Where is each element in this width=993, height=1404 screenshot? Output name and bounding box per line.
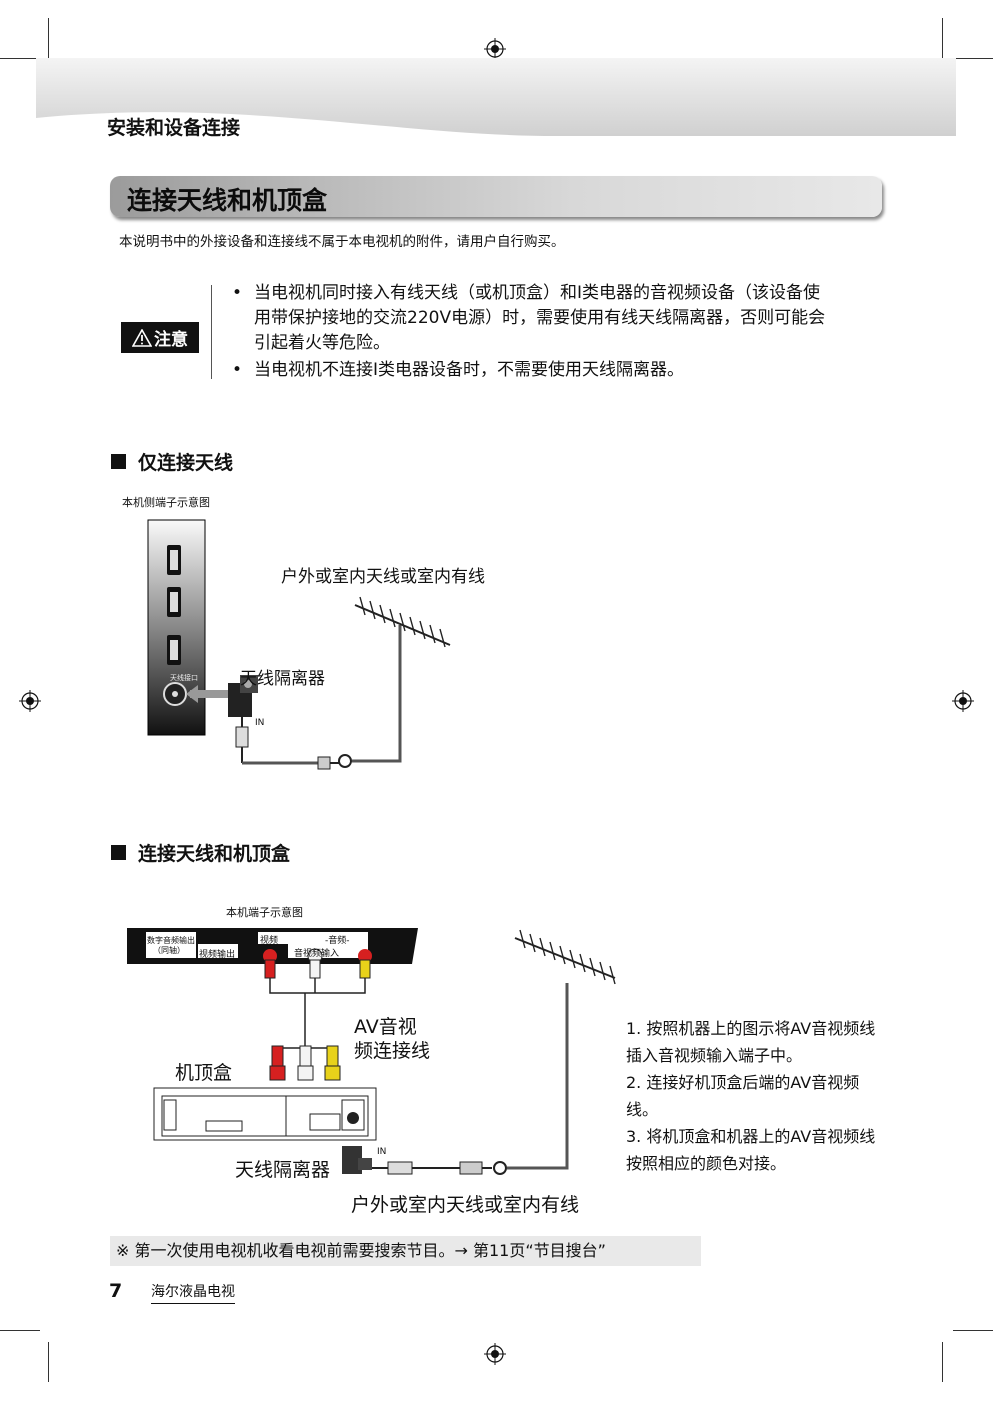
- crop-mark: [953, 1330, 993, 1331]
- registration-mark-icon: [484, 1343, 506, 1365]
- brand-name: 海尔液晶电视: [151, 1281, 235, 1304]
- header-section-title: 安装和设备连接: [107, 117, 241, 139]
- section-heading: 连接天线和机顶盒: [111, 839, 290, 866]
- av-cable-label: 频连接线: [354, 1040, 431, 1062]
- in-label: IN: [255, 718, 265, 728]
- square-bullet-icon: [111, 845, 126, 860]
- registration-mark-icon: [484, 38, 506, 60]
- antenna-label: 户外或室内天线或室内有线: [281, 567, 485, 587]
- panel-audio-label: -音频-: [325, 936, 350, 946]
- registration-mark-icon: [952, 690, 974, 712]
- antenna-only-diagram: [147, 519, 451, 770]
- panel-av-in-label: 音视频输入: [294, 949, 340, 959]
- step-item: 3. 将机顶盒和机器上的AV音视频线按照相应的颜色对接。: [626, 1127, 876, 1173]
- caution-bullet: •当电视机同时接入有线天线（或机顶盒）和I类电器的音视频设备（该设备使 用带保护…: [232, 281, 882, 356]
- isolator-label: 天线隔离器: [240, 669, 325, 689]
- section-heading-text: 仅连接天线: [138, 452, 234, 474]
- crop-mark: [48, 18, 49, 58]
- steps-list: 1. 按照机器上的图示将AV音视频线插入音视频输入端子中。 2. 连接好机顶盒后…: [626, 1015, 886, 1177]
- antenna-port-label: 天线接口: [170, 674, 198, 682]
- step-item: 1. 按照机器上的图示将AV音视频线插入音视频输入端子中。: [626, 1019, 876, 1065]
- section-heading: 仅连接天线: [111, 448, 233, 475]
- caution-bullet-text: 当电视机不连接I类电器设备时，不需要使用天线隔离器。: [254, 360, 685, 380]
- caution-bullet-text: 当电视机同时接入有线天线（或机顶盒）和I类电器的音视频设备（该设备使 用带保护接…: [254, 283, 826, 353]
- page-title: 连接天线和机顶盒: [127, 186, 328, 215]
- stb-label: 机顶盒: [175, 1062, 233, 1084]
- diagram-caption: 本机端子示意图: [226, 906, 303, 919]
- panel-coax-label: （同轴）: [153, 946, 185, 955]
- note-bar: ※ 第一次使用电视机收看电视前需要搜索节目。→ 第11页“节目搜台”: [110, 1236, 701, 1266]
- av-cable-label: AV音视: [354, 1016, 417, 1038]
- diagram-caption: 本机侧端子示意图: [122, 496, 210, 509]
- crop-mark: [953, 58, 993, 59]
- antenna-label: 户外或室内天线或室内有线: [351, 1194, 580, 1216]
- antenna-stb-diagram: [127, 928, 616, 1175]
- square-bullet-icon: [111, 454, 126, 469]
- registration-mark-icon: [19, 690, 41, 712]
- section-banner: [110, 176, 882, 217]
- caution-bullet: •当电视机不连接I类电器设备时，不需要使用天线隔离器。: [232, 358, 882, 383]
- crop-mark: [0, 1330, 40, 1331]
- header-band: [36, 58, 956, 136]
- panel-digital-audio-label: 数字音频输出: [147, 936, 195, 945]
- intro-text: 本说明书中的外接设备和连接线不属于本电视机的附件，请用户自行购买。: [119, 234, 565, 250]
- crop-mark: [0, 58, 40, 59]
- section-heading-text: 连接天线和机顶盒: [138, 843, 291, 865]
- isolator-label: 天线隔离器: [235, 1159, 331, 1181]
- in-label: IN: [377, 1147, 387, 1157]
- crop-mark: [942, 18, 943, 58]
- page-number: 7: [109, 1280, 123, 1302]
- panel-video-label: 视频: [260, 936, 279, 946]
- caution-badge: 注意: [121, 322, 199, 353]
- panel-video-out-label: 视频输出: [199, 950, 236, 960]
- step-item: 2. 连接好机顶盒后端的AV音视频线。: [626, 1073, 860, 1119]
- caution-label: 注意: [154, 330, 188, 350]
- crop-mark: [48, 1342, 49, 1382]
- divider: [211, 285, 212, 379]
- warning-triangle-icon: [132, 328, 152, 347]
- crop-mark: [942, 1342, 943, 1382]
